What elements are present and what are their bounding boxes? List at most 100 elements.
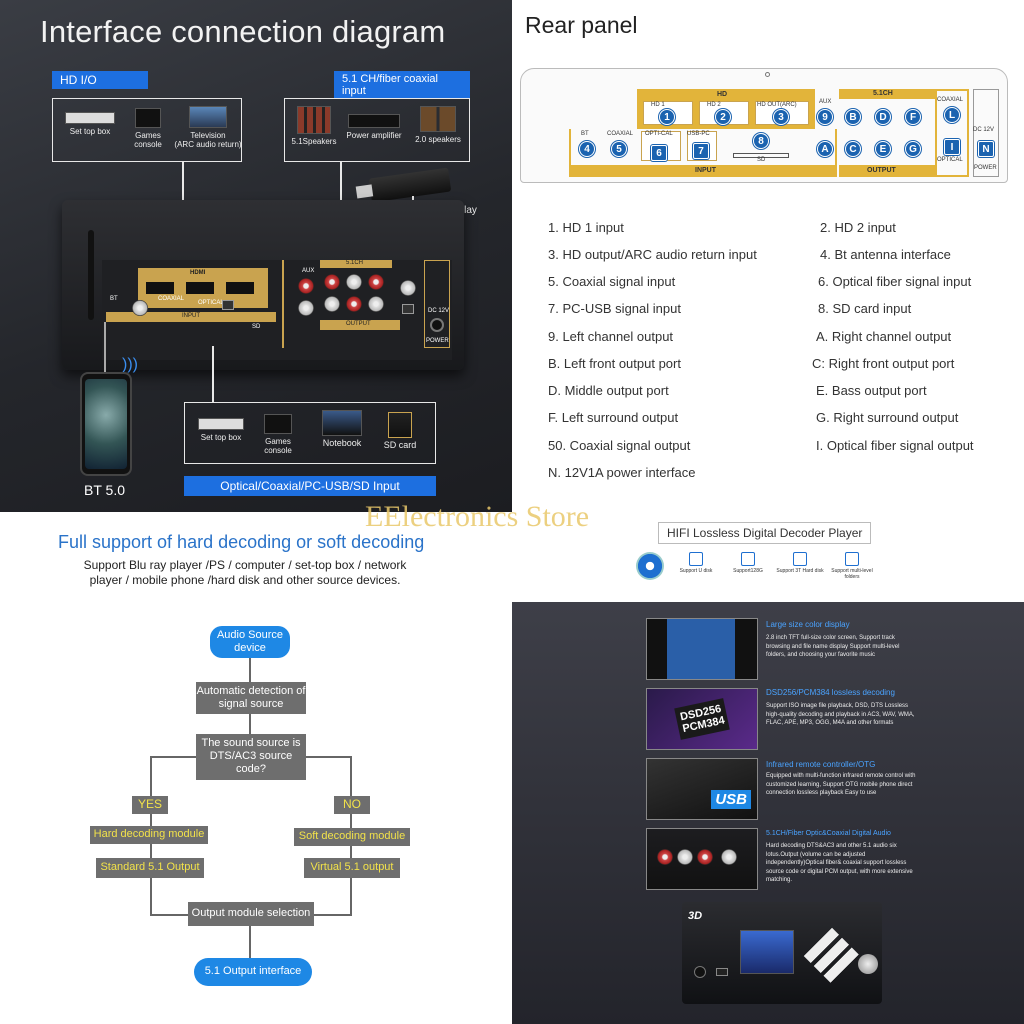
flow-line <box>150 756 196 758</box>
node-auto-detect: Automatic detection of signal source <box>196 682 306 714</box>
out-jack <box>368 274 384 290</box>
port-9-marker: 9 <box>817 109 833 125</box>
usb-pc-port <box>222 300 234 310</box>
store-watermark: EElectronics Store <box>365 500 590 533</box>
feature-text: Hard decoding DTS&AC3 and other 5.1 audi… <box>766 843 913 883</box>
feature-ports-image <box>646 828 758 890</box>
node-output-interface: 5.1 Output interface <box>194 958 312 986</box>
flow-line <box>304 756 352 758</box>
feature-title: Large size color display <box>766 620 850 629</box>
divider <box>282 260 284 348</box>
disc-icon <box>636 552 664 580</box>
sd-label: SD <box>757 157 766 163</box>
node-virtual-output: Virtual 5.1 output <box>304 858 400 878</box>
power-label: POWER <box>426 338 449 344</box>
legend-item: N. 12V1A power interface <box>548 465 696 480</box>
out-jack <box>697 849 713 865</box>
out-jack <box>657 849 673 865</box>
aux-label: AUX <box>819 99 832 105</box>
hd-io-label: HD I/O <box>52 71 148 89</box>
legend-item: A. Right channel output <box>816 329 952 344</box>
port-7-marker: 7 <box>693 143 709 159</box>
out-jack <box>324 296 340 312</box>
rear-panel-section: Rear panel HD HD 1 HD 2 HD OUT(ARC) 1 2 … <box>512 0 1024 512</box>
digital-out-frame <box>935 89 969 177</box>
product-header: HIFI Lossless Digital Decoder Player <box>658 522 872 544</box>
device-speakers-20: 2.0 speakers <box>410 106 466 144</box>
bt-label: BT <box>581 131 589 137</box>
input-strip <box>569 165 837 177</box>
decoder-unit: HDMI INPUT BT COAXIAL OPTICAL SD AUX 5.1… <box>62 200 464 370</box>
connector-line <box>212 346 214 402</box>
feature-text: Support ISO image file playback, DSD, DT… <box>766 703 915 726</box>
wifi-icon: ))) <box>122 356 138 373</box>
folder-icon <box>845 552 859 566</box>
node-output-selection: Output module selection <box>188 902 314 926</box>
hd-device-box <box>52 98 242 162</box>
hd1-label: HD 1 <box>651 102 665 108</box>
port-g-marker: G <box>905 141 921 157</box>
node-soft-decoding: Soft decoding module <box>294 828 410 846</box>
support-folders: Support multi-level folders <box>824 552 880 580</box>
volume-knob <box>858 954 878 974</box>
coaxial-input-jack <box>132 300 148 316</box>
node-audio-source: Audio Source device <box>210 626 290 658</box>
device-sd-card: SD card <box>374 412 426 450</box>
port-4-marker: 4 <box>579 141 595 157</box>
power-box <box>424 260 450 348</box>
output-strip <box>839 165 935 177</box>
bt-antenna <box>88 230 94 320</box>
port-f-marker: F <box>905 109 921 125</box>
port-c-marker: C <box>845 141 861 157</box>
support-u-disk: Support U disk <box>668 552 724 574</box>
ch-strip <box>839 89 935 99</box>
interface-title: Interface connection diagram <box>40 14 446 49</box>
output-label: OUTPUT <box>867 167 896 174</box>
ch-label: 5.1CH <box>873 90 893 97</box>
device-notebook: Notebook <box>314 410 370 448</box>
decoding-title: Full support of hard decoding or soft de… <box>58 532 425 552</box>
legend-item: 1. HD 1 input <box>548 220 624 235</box>
feature-remote-image: USB <box>646 758 758 820</box>
input-label: INPUT <box>182 313 200 319</box>
player-screen <box>740 930 794 974</box>
dc-label: DC 12V <box>428 308 450 314</box>
coaxial-out-jack <box>400 280 416 296</box>
feature-title: DSD256/PCM384 lossless decoding <box>766 688 895 697</box>
feature-chip-image: DSD256 PCM384 <box>646 688 758 750</box>
interface-diagram-panel: Interface connection diagram HD I/O 5.1 … <box>0 0 512 512</box>
output-label: OUTPUT <box>346 321 371 327</box>
hard-disk-icon <box>793 552 807 566</box>
out-jack <box>346 274 362 290</box>
device-set-top-box-2: Set top box <box>192 418 250 442</box>
legend-item: 5. Coaxial signal input <box>548 274 676 289</box>
out-jack <box>677 849 693 865</box>
smartphone <box>80 372 132 476</box>
port-a-marker: A <box>817 141 833 157</box>
aux-jack-white <box>298 300 314 316</box>
device-television: Television (ARC audio return) <box>172 106 244 149</box>
node-hard-decoding: Hard decoding module <box>90 826 208 844</box>
out-jack <box>346 296 362 312</box>
chip-label: DSD256 PCM384 <box>674 698 730 740</box>
hdmi-label: HDMI <box>190 270 206 276</box>
legend-item: 4. Bt antenna interface <box>820 247 951 262</box>
usb-badge: USB <box>711 790 751 809</box>
u-disk-icon <box>689 552 703 566</box>
node-no: NO <box>334 796 370 814</box>
flow-line <box>249 926 251 962</box>
dc-jack <box>430 318 444 332</box>
usb-port <box>716 968 728 976</box>
sd-slot <box>733 153 789 158</box>
coax-device-box <box>284 98 470 162</box>
out-jack <box>721 849 737 865</box>
sd-card-icon <box>741 552 755 566</box>
device-power-amplifier: Power amplifier <box>342 114 406 140</box>
device-games-console: Games console <box>124 108 172 149</box>
usb-drive <box>368 167 452 203</box>
legend-item: 6. Optical fiber signal input <box>818 274 972 289</box>
rear-panel-title: Rear panel <box>525 12 638 38</box>
dc-label: DC 12V <box>973 127 995 133</box>
legend-item: B. Left front output port <box>548 356 681 371</box>
legend-item: F. Left surround output <box>548 410 679 425</box>
